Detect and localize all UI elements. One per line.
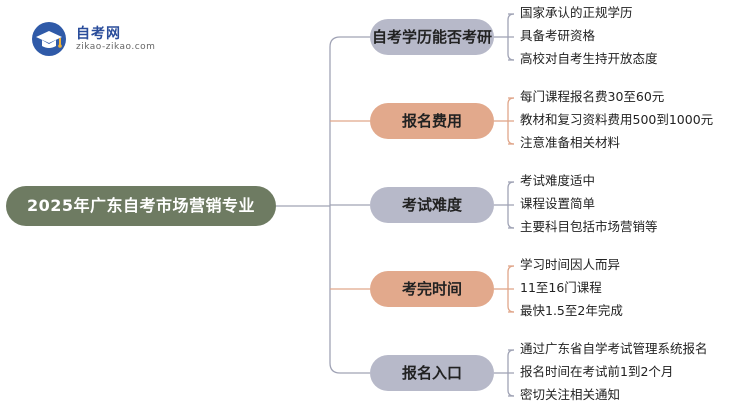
graduation-cap-icon xyxy=(32,22,66,56)
branch-connector xyxy=(329,36,370,48)
leaf-item: 考试难度适中 xyxy=(520,173,596,188)
leaf-item: 具备考研资格 xyxy=(520,28,596,43)
leaf-item: 教材和复习资料费用500到1000元 xyxy=(520,112,714,127)
site-logo[interactable]: 自考网 zikao-zikao.com xyxy=(30,20,170,60)
branch-node: 自考学历能否考研 xyxy=(370,19,494,55)
branch-node: 考试难度 xyxy=(370,187,494,223)
branch-node: 报名入口 xyxy=(370,355,494,391)
root-node: 2025年广东自考市场营销专业 xyxy=(6,186,276,226)
leaf-item: 主要科目包括市场营销等 xyxy=(520,219,658,234)
leaf-item: 注意准备相关材料 xyxy=(520,135,621,150)
leaf-item: 学习时间因人而异 xyxy=(520,257,621,272)
leaf-item: 课程设置简单 xyxy=(520,196,596,211)
logo-url: zikao-zikao.com xyxy=(76,42,156,52)
leaf-item: 最快1.5至2年完成 xyxy=(520,303,623,318)
leaf-item: 通过广东省自学考试管理系统报名 xyxy=(520,341,708,356)
branch-node: 报名费用 xyxy=(370,103,494,139)
leaf-item: 每门课程报名费30至60元 xyxy=(520,89,665,104)
leaf-item: 报名时间在考试前1到2个月 xyxy=(520,364,674,379)
branch-node: 考完时间 xyxy=(370,271,494,307)
leaf-item: 高校对自考生持开放态度 xyxy=(520,51,658,66)
leaf-item: 密切关注相关通知 xyxy=(520,387,621,402)
leaf-item: 国家承认的正规学历 xyxy=(520,5,633,20)
logo-name: 自考网 xyxy=(76,26,121,42)
leaf-item: 11至16门课程 xyxy=(520,280,602,295)
branch-connector xyxy=(329,362,370,374)
